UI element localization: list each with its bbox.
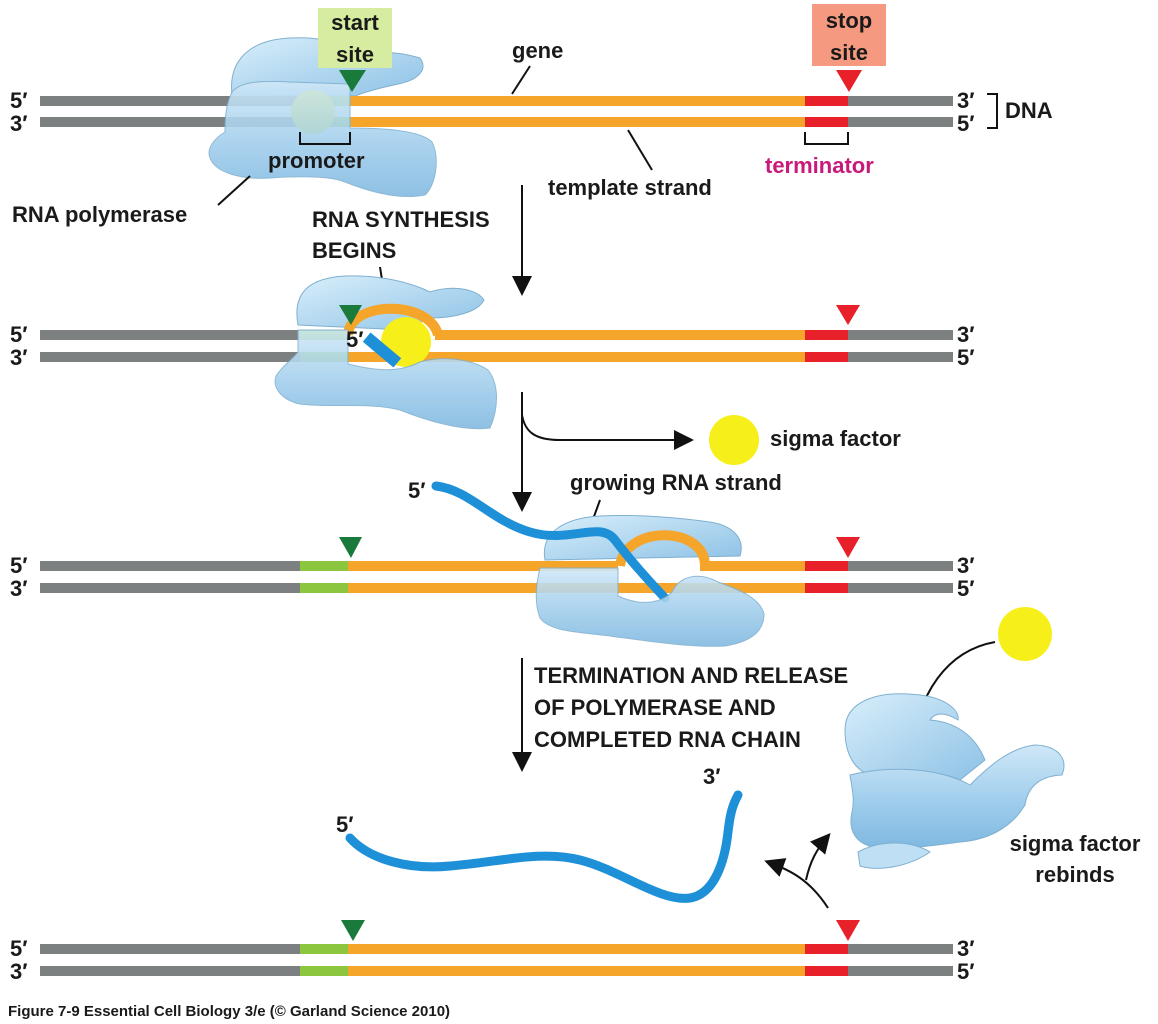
start-site-marker <box>339 70 366 92</box>
row3-top-left-end: 5′ <box>10 553 28 578</box>
row2-top-left-end: 5′ <box>10 322 28 347</box>
stop-site-marker-2 <box>836 305 860 325</box>
start-site-label-1: start <box>331 10 379 35</box>
completed-rna-chain <box>345 790 743 903</box>
promoter-label: promoter <box>268 148 365 173</box>
dna-label: DNA <box>1005 98 1053 123</box>
row3-bottom-right-end: 5′ <box>957 576 975 601</box>
dna-row-3 <box>40 481 953 647</box>
sigma-rebinds-label-1: sigma factor <box>1010 831 1141 856</box>
terminator-label: terminator <box>765 153 874 178</box>
row4-bottom-left-end: 3′ <box>10 959 28 984</box>
row3-top-right-end: 3′ <box>957 553 975 578</box>
row4-top-right-end: 3′ <box>957 936 975 961</box>
row3-bottom-left-end: 3′ <box>10 576 28 601</box>
rna-synthesis-label-1: RNA SYNTHESIS <box>312 207 490 232</box>
free-rna-5prime: 5′ <box>336 812 354 837</box>
termination-label-3: COMPLETED RNA CHAIN <box>534 727 801 752</box>
rna-synthesis-label-2: BEGINS <box>312 238 396 263</box>
stop-site-marker-4 <box>836 920 860 941</box>
row2-bottom-left-end: 3′ <box>10 345 28 370</box>
row4-bottom-right-end: 5′ <box>957 959 975 984</box>
start-site-marker-2 <box>339 305 362 325</box>
rna-polymerase-3 <box>535 567 765 647</box>
termination-label-2: OF POLYMERASE AND <box>534 695 776 720</box>
template-strand-label: template strand <box>548 175 712 200</box>
start-site-marker-4 <box>341 920 365 941</box>
growing-rna-5prime: 5′ <box>408 478 426 503</box>
growing-rna-label: growing RNA strand <box>570 470 782 495</box>
sigma-factor-label: sigma factor <box>770 426 901 451</box>
rna-polymerase-label: RNA polymerase <box>12 202 187 227</box>
sigma-rebinds-label-2: rebinds <box>1035 862 1114 887</box>
sigma-factor-released <box>709 415 759 465</box>
row4-top-left-end: 5′ <box>10 936 28 961</box>
rna-primer <box>362 332 402 368</box>
gene-label: gene <box>512 38 563 63</box>
stop-site-box <box>812 4 886 66</box>
free-rna-polymerase <box>844 693 1065 869</box>
rna-5prime-row2: 5′ <box>346 327 364 352</box>
free-rna-3prime: 3′ <box>703 764 721 789</box>
stop-site-label-2: site <box>830 40 868 65</box>
sigma-factor-rebinding <box>998 607 1052 661</box>
dna-row-2 <box>40 275 953 430</box>
stop-site-label-1: stop <box>826 8 872 33</box>
row1-top-left-end: 5′ <box>10 88 28 113</box>
row1-bottom-right-end: 5′ <box>957 111 975 136</box>
row1-top-right-end: 3′ <box>957 88 975 113</box>
start-site-marker-3 <box>339 537 362 558</box>
promoter-bracket <box>299 132 351 145</box>
growing-rna-strand <box>431 481 670 603</box>
row2-top-right-end: 3′ <box>957 322 975 347</box>
terminator-bracket <box>804 132 849 145</box>
start-site-label-2: site <box>336 42 374 67</box>
stop-site-marker <box>836 70 862 92</box>
rna-polymerase <box>208 80 437 198</box>
figure-caption: Figure 7-9 Essential Cell Biology 3/e (©… <box>8 1003 450 1020</box>
dna-bracket <box>987 93 998 129</box>
dna-row-4 <box>40 944 953 976</box>
row2-bottom-right-end: 5′ <box>957 345 975 370</box>
row1-bottom-left-end: 3′ <box>10 111 28 136</box>
rna-polymerase-upper-2 <box>296 275 485 331</box>
termination-label-1: TERMINATION AND RELEASE <box>534 663 848 688</box>
stop-site-marker-3 <box>836 537 860 558</box>
start-site-box <box>318 8 392 68</box>
rna-polymerase-2 <box>274 329 497 430</box>
dna-row-1 <box>40 37 953 198</box>
